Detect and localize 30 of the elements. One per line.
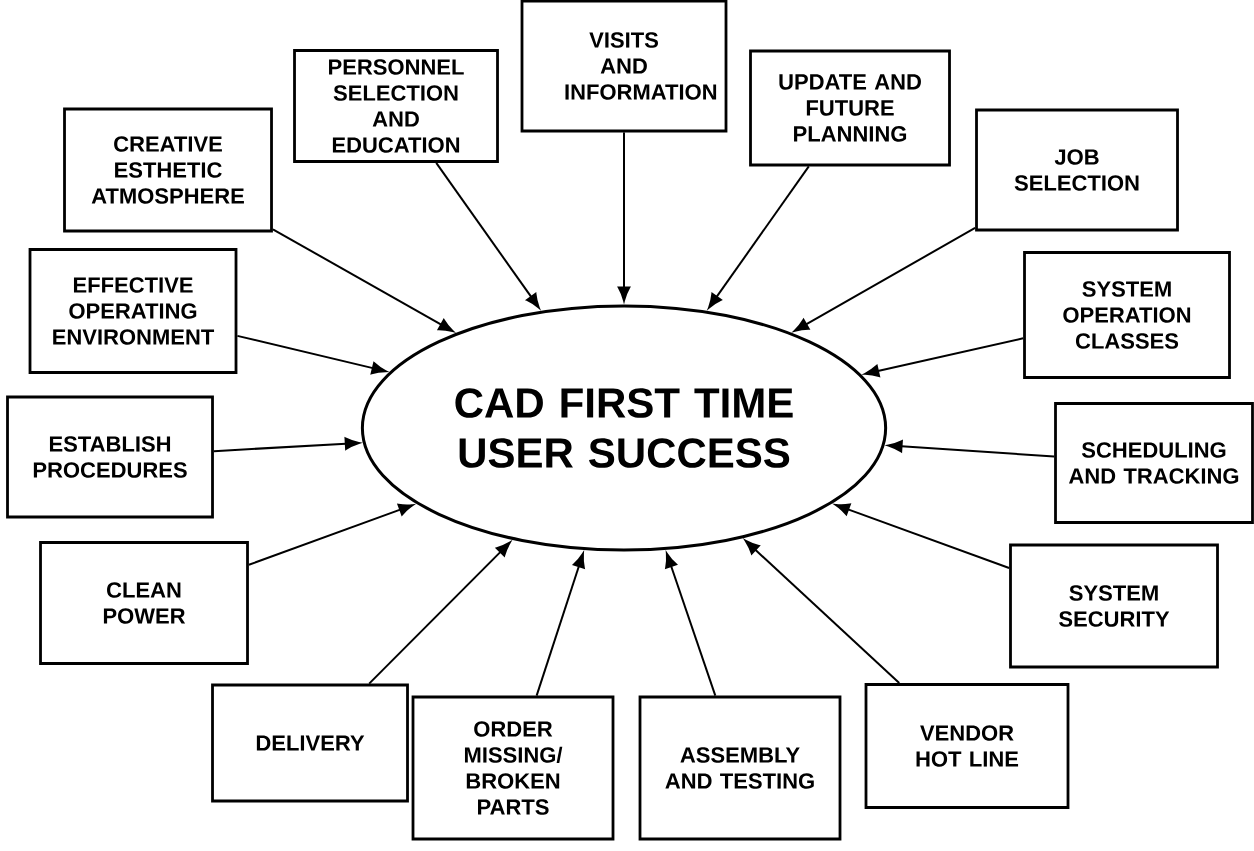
label-box: CREATIVE ESTHETIC ATMOSPHERE — [63, 107, 273, 233]
arrow — [864, 337, 1025, 378]
label-box: CLEAN POWER — [39, 541, 249, 665]
label-box: SYSTEM OPERATION CLASSES — [1023, 251, 1231, 379]
label-box: VISITS AND INFORMATION — [520, 0, 728, 133]
arrow — [617, 131, 631, 302]
arrow — [744, 539, 901, 685]
label-box: UPDATE AND FUTURE PLANNING — [749, 49, 951, 167]
arrow — [435, 161, 540, 309]
arrow — [834, 503, 1011, 569]
arrow — [368, 541, 511, 685]
arrow — [271, 228, 454, 332]
label-box: SCHEDULING AND TRACKING — [1054, 402, 1254, 524]
label-box: JOB SELECTION — [975, 108, 1179, 232]
label-box: EFFECTIVE OPERATING ENVIRONMENT — [28, 248, 238, 374]
label-box: ORDER MISSING/ BROKEN PARTS — [411, 695, 615, 841]
arrow — [793, 226, 977, 332]
label-box: ASSEMBLY AND TESTING — [638, 695, 842, 841]
arrow — [236, 334, 387, 375]
arrow — [665, 552, 717, 697]
arrow — [887, 440, 1056, 458]
arrow — [535, 552, 585, 697]
arrow — [708, 165, 810, 309]
label-box: VENDOR HOT LINE — [864, 683, 1070, 809]
label-box: PERSONNEL SELECTION AND EDUCATION — [293, 49, 499, 163]
label-box: ESTABLISH PROCEDURES — [6, 395, 214, 519]
label-box: SYSTEM SECURITY — [1009, 543, 1219, 669]
arrow — [247, 503, 414, 566]
label-box: DELIVERY — [211, 683, 409, 803]
arrow — [212, 437, 360, 453]
